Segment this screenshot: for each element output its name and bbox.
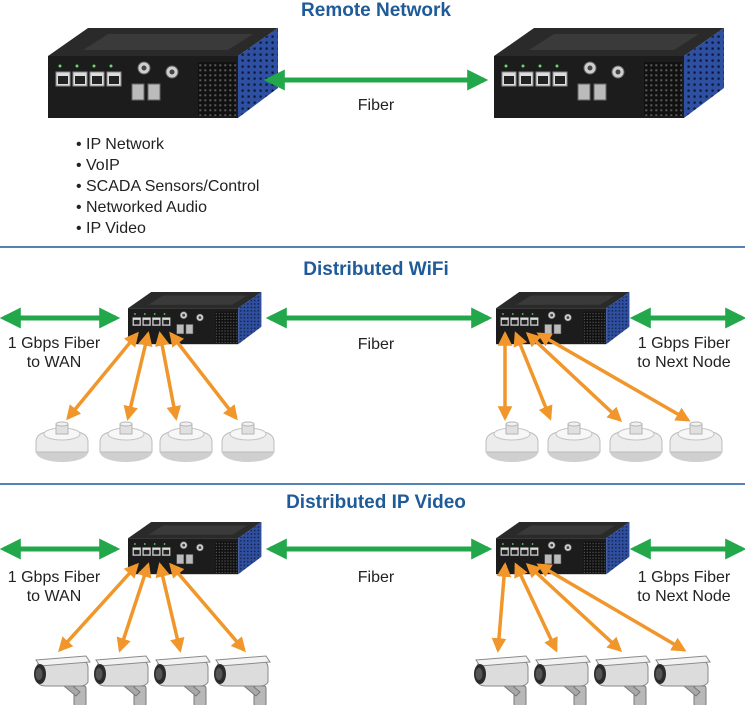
wifi-access-point — [99, 421, 153, 463]
device-link-arrows — [58, 562, 687, 653]
use-case-list: • IP Network • VoIP • SCADA Sensors/Cont… — [76, 136, 259, 237]
ip-camera — [533, 655, 591, 705]
section-title-distributed-ip-video: Distributed IP Video — [286, 492, 466, 513]
section-title-remote-network: Remote Network — [301, 0, 451, 21]
next-node-label: to Next Node — [637, 588, 730, 605]
ip-camera — [33, 655, 91, 705]
fiber-switch-device — [47, 27, 279, 119]
device-link-arrows — [66, 331, 691, 423]
bullet-marker: • — [76, 136, 82, 153]
ip-camera — [153, 655, 211, 705]
next-node-label: 1 Gbps Fiber — [638, 569, 731, 586]
use-case-item: Networked Audio — [86, 199, 207, 216]
wifi-access-point — [609, 421, 663, 463]
wifi-access-point — [669, 421, 723, 463]
ip-camera — [593, 655, 651, 705]
section-title-distributed-wifi: Distributed WiFi — [303, 259, 449, 280]
ip-camera — [213, 655, 271, 705]
next-node-label: to Next Node — [637, 354, 730, 371]
bullet-marker: • — [76, 220, 82, 237]
use-case-item: VoIP — [86, 157, 120, 174]
next-node-label: 1 Gbps Fiber — [638, 335, 731, 352]
fiber-link-label: Fiber — [358, 569, 395, 586]
bullet-marker: • — [76, 157, 82, 174]
wan-label: to WAN — [27, 588, 82, 605]
fiber-switch-device — [493, 27, 725, 119]
bullet-marker: • — [76, 178, 82, 195]
wan-label: 1 Gbps Fiber — [8, 569, 101, 586]
use-case-item: IP Video — [86, 220, 146, 237]
use-case-item: IP Network — [86, 136, 165, 153]
ip-camera — [653, 655, 711, 705]
ip-camera — [473, 655, 531, 705]
fiber-link-label: Fiber — [358, 336, 395, 353]
bullet-marker: • — [76, 199, 82, 216]
use-case-item: SCADA Sensors/Control — [86, 178, 259, 195]
wifi-access-point — [547, 421, 601, 463]
wan-label: to WAN — [27, 354, 82, 371]
fiber-link-label: Fiber — [358, 97, 395, 114]
wifi-access-point — [159, 421, 213, 463]
wan-label: 1 Gbps Fiber — [8, 335, 101, 352]
ip-camera — [93, 655, 151, 705]
wifi-access-point — [221, 421, 275, 463]
wifi-access-point — [485, 421, 539, 463]
wifi-access-point — [35, 421, 89, 463]
